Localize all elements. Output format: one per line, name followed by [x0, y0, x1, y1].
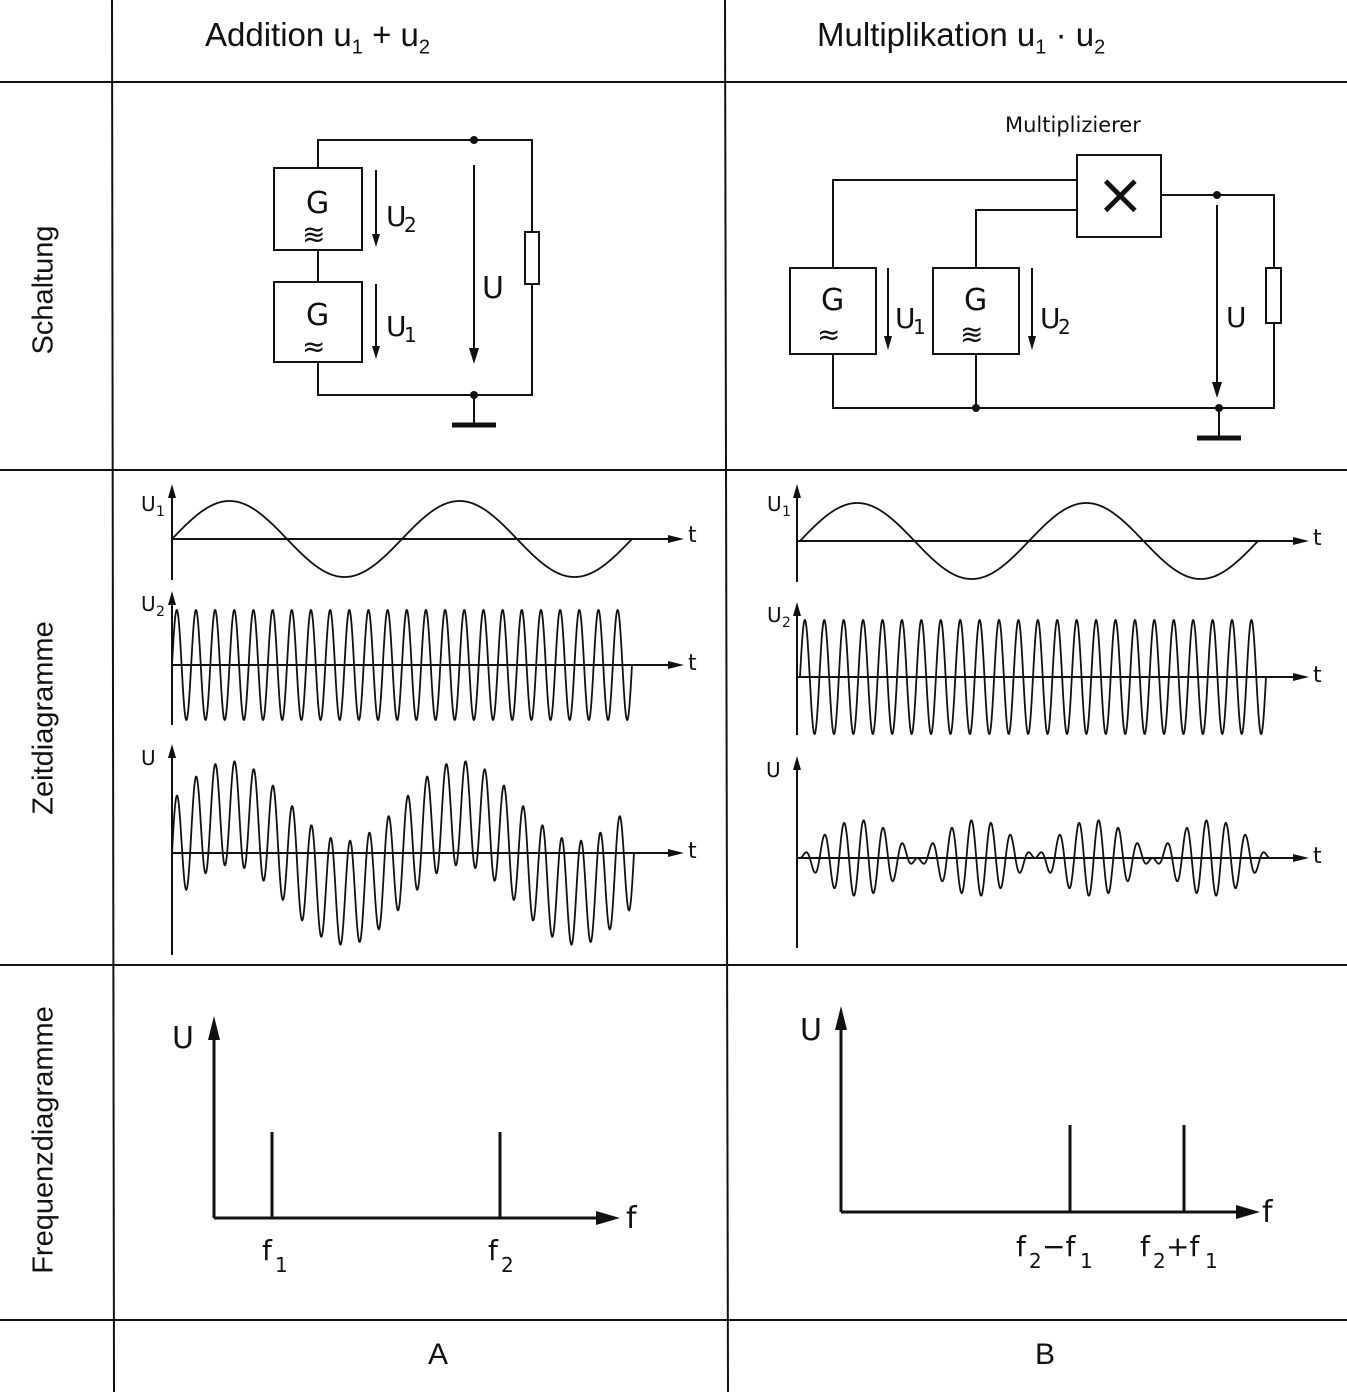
freq-b-peak1-label: f	[1016, 1230, 1027, 1263]
freq-a-x-axis: f	[626, 1201, 638, 1236]
wave-a-u2	[171, 609, 633, 721]
gen-symbol-u1: ≈	[302, 330, 325, 363]
freq-b-peak2-sub2: 1	[1205, 1249, 1218, 1273]
time-a-u1-axis: U	[141, 492, 156, 516]
arrow-u1	[372, 346, 380, 359]
generator-u1	[789, 267, 877, 355]
label-u1-sub: 1	[404, 323, 417, 347]
time-b-u1-axis: U	[767, 492, 782, 516]
generator-u2	[932, 267, 1020, 355]
arrow-u2	[1028, 336, 1036, 350]
time-b-u2-t: t	[1313, 663, 1322, 688]
wave-b-u1	[799, 502, 1259, 580]
label-u1-sub: 1	[913, 315, 926, 339]
freq-b-peak1-op: −f	[1042, 1230, 1076, 1263]
arrow-u1	[884, 336, 892, 350]
gen-symbol-u2: ≋	[302, 218, 325, 251]
arrow-u	[469, 348, 479, 364]
wave-b-u2	[799, 619, 1267, 735]
time-b-u-axis: U	[766, 758, 781, 782]
freq-b-y-axis: U	[800, 1013, 822, 1048]
time-a-u2-axis: U	[141, 592, 156, 616]
multiplier-caption: Multiplizierer	[1005, 113, 1141, 137]
label-u: U	[482, 271, 504, 306]
freq-a-peak2-sub: 2	[501, 1253, 514, 1277]
freq-b-peak1-sub: 2	[1029, 1249, 1042, 1273]
generator-u1	[273, 281, 363, 363]
freq-b-peak2-label: f	[1140, 1230, 1151, 1263]
column-a-header: Addition u1 + u2	[205, 16, 430, 59]
time-a-u-axis: U	[141, 746, 156, 770]
time-a-u1-t: t	[688, 523, 697, 548]
label-u2: U	[1040, 302, 1061, 335]
time-b-u2-axis-sub: 2	[782, 615, 791, 631]
freq-a-y-axis: U	[172, 1021, 194, 1056]
wave-b-u	[799, 819, 1271, 897]
freq-b-peak2-sub: 2	[1153, 1249, 1166, 1273]
freq-b-x-axis: f	[1262, 1195, 1274, 1230]
arrow-u2	[372, 234, 380, 247]
label-u2-sub: 2	[1058, 315, 1071, 339]
freq-a-peak2-label: f	[488, 1234, 499, 1267]
time-a-u2-t: t	[688, 651, 697, 676]
label-u: U	[1226, 301, 1247, 334]
gen-label-u2: G	[306, 186, 329, 221]
footer-label-a: A	[428, 1338, 449, 1371]
time-b-u1-axis-sub: 1	[782, 504, 791, 520]
time-b-u1-t: t	[1313, 526, 1322, 551]
multiplier-icon: ×	[1096, 160, 1145, 228]
gen-label-u1: G	[306, 298, 329, 333]
label-u1: U	[386, 310, 407, 343]
time-a-u2-axis-sub: 2	[156, 604, 165, 620]
label-u1: U	[895, 302, 916, 335]
time-b-u-t: t	[1313, 844, 1322, 869]
wave-a-u	[171, 760, 635, 946]
freq-b-peak1-sub2: 1	[1080, 1249, 1093, 1273]
arrow-u	[1212, 382, 1222, 398]
gen-label-u1: G	[821, 283, 844, 318]
time-a-u1-axis-sub: 1	[156, 504, 165, 520]
wave-a-u1	[171, 500, 633, 578]
label-u2: U	[386, 200, 407, 233]
freq-b-peak2-op: +f	[1166, 1230, 1200, 1263]
freq-a-peak1-label: f	[262, 1234, 273, 1267]
time-a-u-t: t	[688, 839, 697, 864]
label-u2-sub: 2	[404, 213, 417, 237]
freq-a-peak1-sub: 1	[275, 1253, 288, 1277]
gen-label-u2: G	[964, 283, 987, 318]
column-b-header: Multiplikation u1 · u2	[817, 16, 1106, 59]
footer-label-b: B	[1035, 1338, 1056, 1371]
time-b-u2-axis: U	[767, 603, 782, 627]
gen-symbol-u2: ≋	[960, 318, 983, 351]
gen-symbol-u1: ≈	[817, 318, 840, 351]
